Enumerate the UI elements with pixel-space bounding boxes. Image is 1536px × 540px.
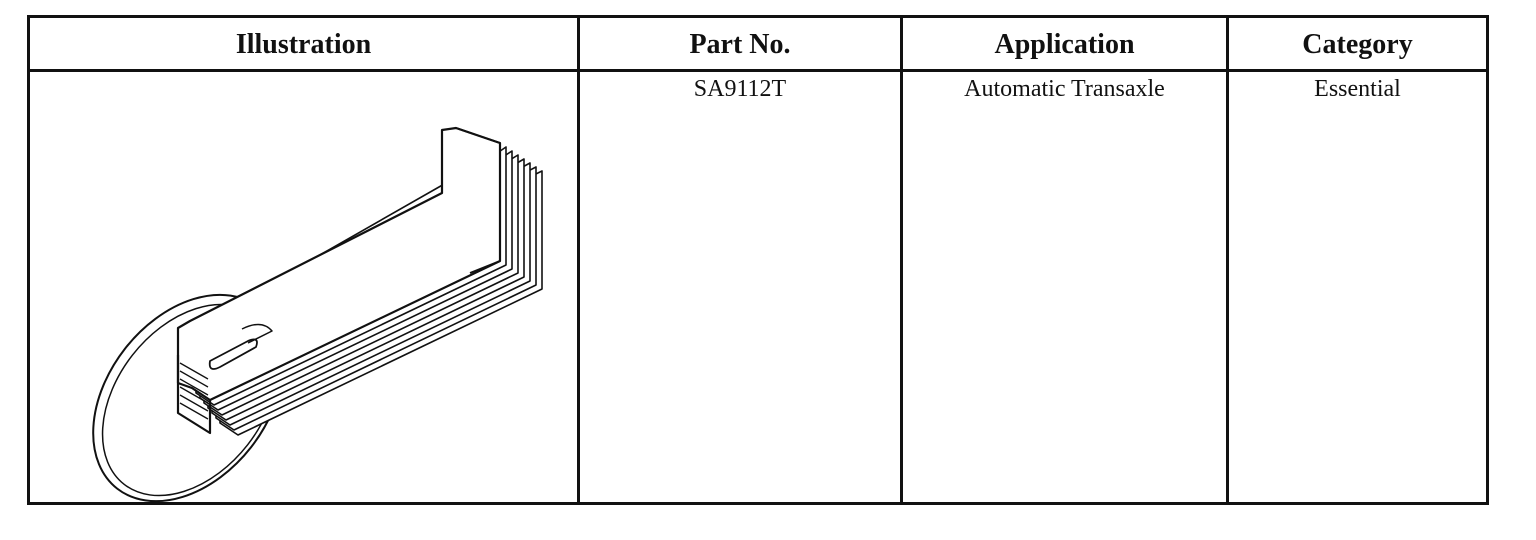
ruler-tool-illustration — [92, 126, 543, 503]
part-number-value: SA9112T — [693, 76, 787, 102]
column-divider — [900, 18, 903, 502]
header-part-no: Part No. — [689, 29, 791, 60]
header-application: Application — [994, 29, 1135, 60]
category-value: Essential — [1314, 76, 1401, 102]
parts-table: Illustration Part No. Application Catego… — [27, 15, 1489, 505]
column-divider — [577, 18, 580, 502]
header-category: Category — [1302, 29, 1413, 60]
application-value: Automatic Transaxle — [964, 76, 1165, 102]
header-illustration: Illustration — [235, 29, 372, 60]
column-divider — [1226, 18, 1229, 502]
header-divider — [30, 69, 1486, 72]
